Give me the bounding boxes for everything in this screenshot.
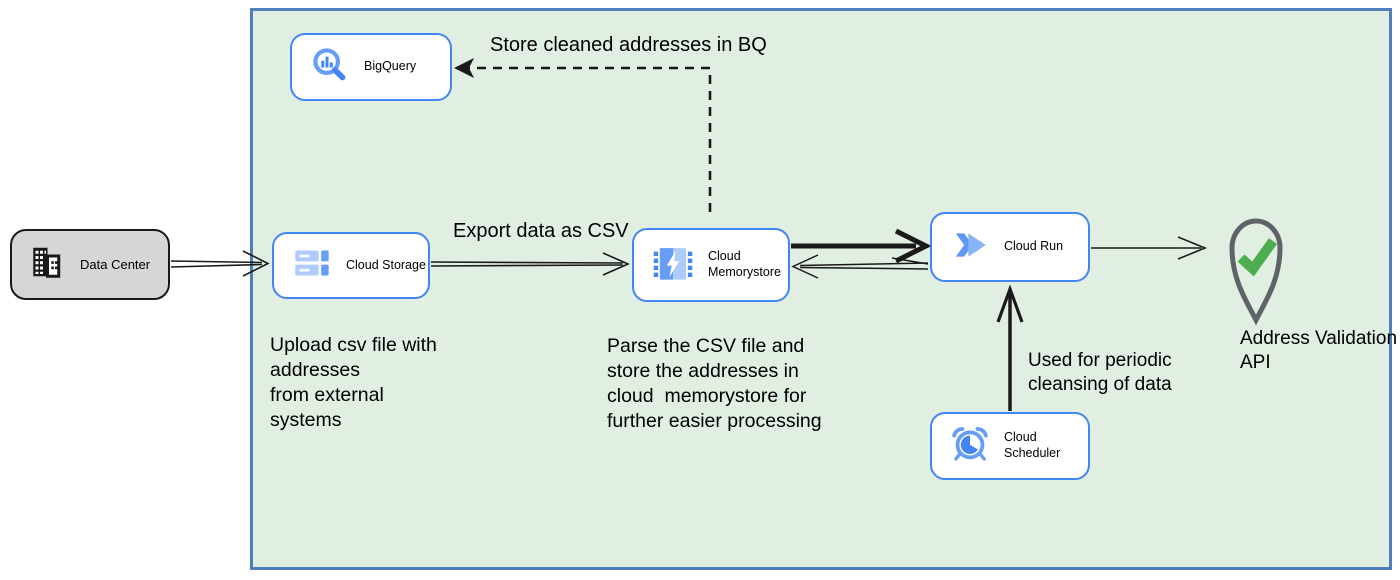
node-label-cloud-storage: Cloud Storage xyxy=(346,257,426,272)
node-bigquery[interactable]: BigQuery xyxy=(290,33,452,101)
node-label-address-validation-api: Address Validation API xyxy=(1240,328,1398,373)
node-address-validation-api[interactable] xyxy=(1222,208,1290,328)
node-label-cloud-run: Cloud Run xyxy=(1004,239,1064,254)
cloud-run-chevrons-icon xyxy=(950,225,990,270)
bigquery-magnifier-chart-icon xyxy=(310,45,350,90)
node-label-bigquery: BigQuery xyxy=(364,59,417,74)
annotation-upload-csv: Upload csv file with addresses from exte… xyxy=(270,334,437,431)
node-cloud-scheduler[interactable]: Cloud Scheduler xyxy=(930,412,1090,480)
node-label-cloud-scheduler: Cloud Scheduler xyxy=(1004,430,1061,460)
annotation-parse-csv: Parse the CSV file and store the address… xyxy=(607,335,822,432)
memorystore-chip-bolt-icon xyxy=(652,242,694,289)
node-cloud-storage[interactable]: Cloud Storage xyxy=(272,232,430,299)
node-cloud-memorystore[interactable]: Cloud Memorystore xyxy=(632,228,790,302)
storage-buckets-icon xyxy=(292,243,332,288)
building-icon xyxy=(28,244,64,285)
node-label-data-center: Data Center xyxy=(80,257,151,272)
scheduler-alarm-clock-icon xyxy=(950,424,990,469)
edge-label-periodic-cleansing: Used for periodic cleansing of data xyxy=(1028,350,1172,395)
node-label-cloud-memorystore: Cloud Memorystore xyxy=(708,249,781,279)
node-data-center[interactable]: Data Center xyxy=(10,229,170,300)
edge-label-export-csv: Export data as CSV xyxy=(453,220,629,242)
node-cloud-run[interactable]: Cloud Run xyxy=(930,212,1090,282)
map-pin-checkmark-icon xyxy=(1222,218,1290,332)
edge-label-store-cleaned: Store cleaned addresses in BQ xyxy=(490,34,767,56)
gcp-boundary-container xyxy=(250,8,1392,570)
